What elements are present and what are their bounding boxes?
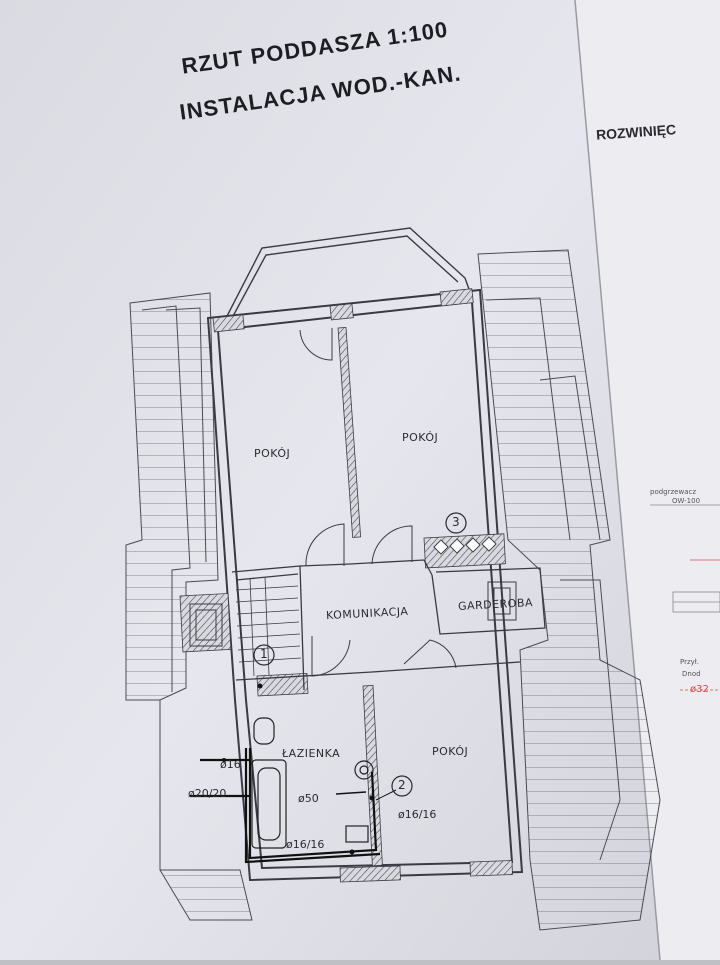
side-page-small-3: Przył. <box>680 658 700 666</box>
fixtures-3 <box>433 536 497 555</box>
side-page-drawing <box>650 504 720 691</box>
marker-1 <box>253 644 275 666</box>
pipe-label-16: ø16 <box>220 758 241 771</box>
room-pokoj-top-left: POKÓJ <box>254 447 291 460</box>
side-page-small-2: OW-100 <box>672 497 701 505</box>
roof-left <box>125 292 253 921</box>
wall-segments <box>179 288 513 883</box>
side-page <box>560 0 720 960</box>
pipe-label-50: ø50 <box>298 792 319 805</box>
pipes <box>190 748 397 864</box>
marker-3-number: 3 <box>452 515 460 529</box>
pipe-label-20-20: ø20/20 <box>188 787 227 800</box>
side-page-small-4: Dnod <box>682 670 701 678</box>
room-lazienka: ŁAZIENKA <box>282 747 341 760</box>
marker-3 <box>445 512 467 534</box>
bay-window <box>224 227 471 321</box>
bathroom-fixtures <box>251 717 374 849</box>
marker-circles <box>253 512 467 797</box>
marker-2-number: 2 <box>398 778 406 792</box>
main-paper <box>0 0 660 960</box>
side-page-red-label: ø32 <box>690 684 709 695</box>
marker-1-number: 1 <box>260 647 268 661</box>
doors <box>299 328 457 677</box>
pipe-label-16-16-room: ø16/16 <box>398 808 437 821</box>
room-pokoj-top-right: POKÓJ <box>402 431 439 444</box>
side-page-small-1: podgrzewacz <box>650 488 697 496</box>
pipe-label-16-16-bath: ø16/16 <box>286 838 325 851</box>
interior-walls <box>231 559 546 691</box>
garderoba-fixtures <box>189 581 517 647</box>
pipe-drops <box>222 683 375 855</box>
marker-2 <box>391 775 413 797</box>
room-pokoj-bottom: POKÓJ <box>432 745 469 758</box>
